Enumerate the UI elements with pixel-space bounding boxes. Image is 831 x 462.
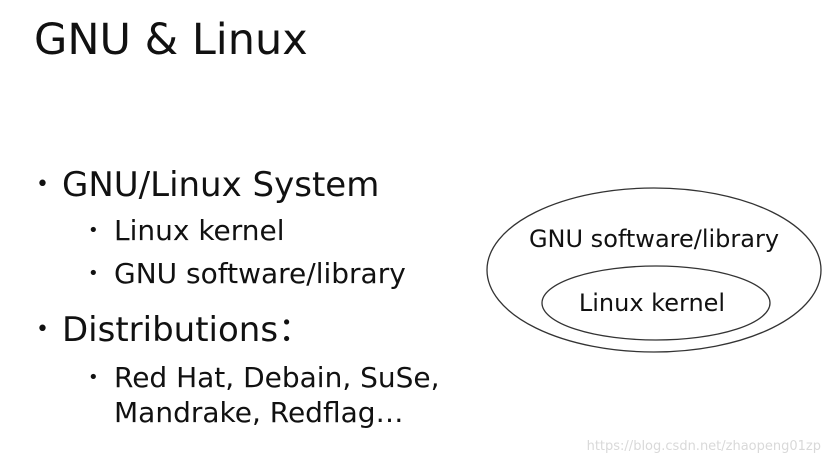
- gnu-linux-diagram: GNU software/library Linux kernel: [484, 184, 824, 356]
- diagram-svg: GNU software/library Linux kernel: [486, 187, 822, 353]
- sub-bullet-linux-kernel: • Linux kernel: [88, 213, 285, 249]
- sub-bullet-gnu-software: • GNU software/library: [88, 256, 406, 292]
- outer-ellipse: [486, 187, 822, 353]
- slide-title: GNU & Linux: [34, 15, 308, 65]
- bullet-dot: •: [88, 263, 99, 284]
- bullet-text: GNU/Linux System: [62, 165, 380, 205]
- bullet-text: Mandrake, Redflag…: [114, 396, 404, 429]
- bullet-text: Linux kernel: [114, 214, 285, 247]
- bullet-gnu-linux-system: • GNU/Linux System: [36, 163, 380, 207]
- sub-bullet-distro-list-line-2: Mandrake, Redflag…: [114, 395, 404, 431]
- bullet-distributions: • Distributions：: [36, 308, 313, 352]
- bullet-text: Distributions：: [62, 310, 313, 350]
- bullet-dot: •: [36, 317, 49, 342]
- inner-ellipse: [541, 265, 771, 341]
- bullet-dot: •: [36, 172, 49, 197]
- watermark: https://blog.csdn.net/zhaopeng01zp: [586, 439, 821, 454]
- bullet-text: GNU software/library: [114, 257, 406, 290]
- bullet-dot: •: [88, 220, 99, 241]
- bullet-dot: •: [88, 367, 99, 388]
- bullet-list: • GNU/Linux System • Linux kernel • GNU …: [36, 163, 440, 431]
- outer-label: GNU software/library: [529, 225, 779, 253]
- sub-bullet-distro-list-line-1: • Red Hat, Debain, SuSe,: [88, 360, 440, 396]
- inner-label: Linux kernel: [579, 289, 725, 317]
- bullet-text: Red Hat, Debain, SuSe,: [114, 361, 440, 394]
